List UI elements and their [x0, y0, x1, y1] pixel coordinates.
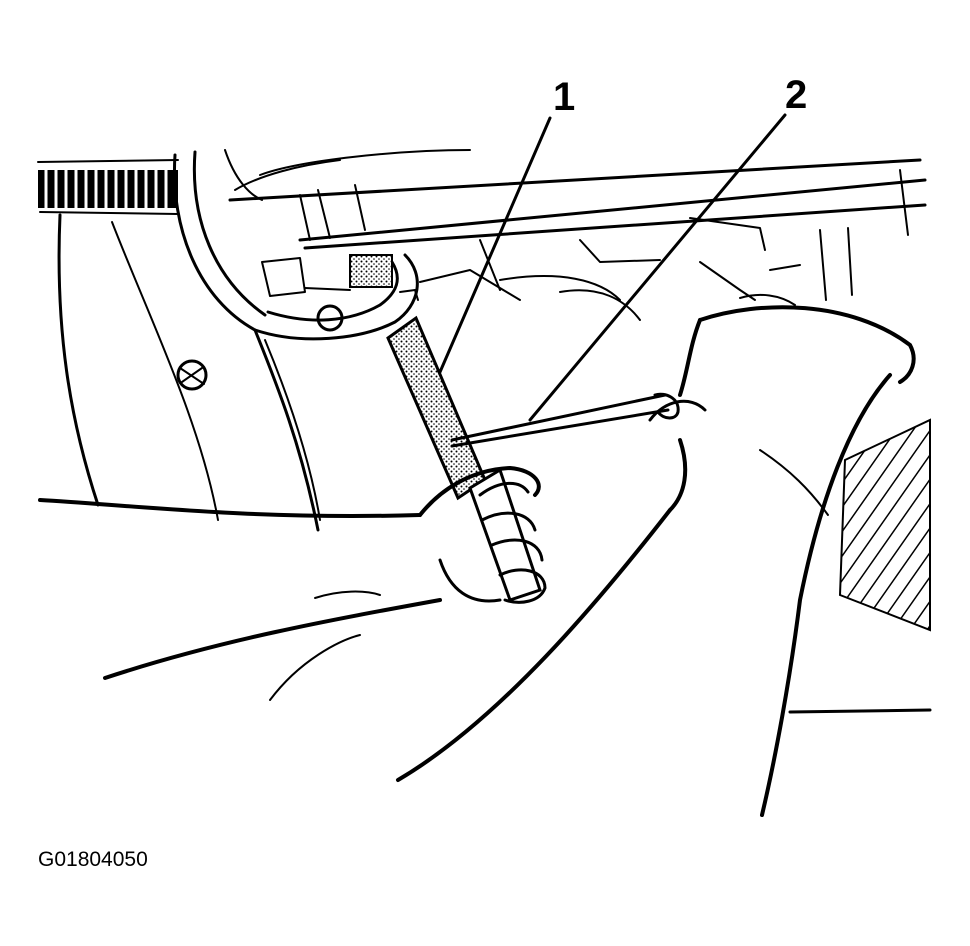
- right-hand: [396, 305, 916, 817]
- leader-lines: [438, 113, 787, 422]
- ribbed-duct: [37, 159, 179, 215]
- callout-2: 2: [785, 73, 807, 117]
- mounting-ring: [253, 253, 419, 341]
- pick-tool: [450, 392, 680, 448]
- left-body-panel: [57, 149, 321, 532]
- callout-1: 1: [553, 75, 575, 119]
- trim-tool: [386, 315, 542, 602]
- left-hand: [38, 466, 547, 701]
- hatched-panel: [788, 418, 932, 714]
- figure-id: G01804050: [38, 848, 148, 871]
- upper-frame: [228, 149, 927, 321]
